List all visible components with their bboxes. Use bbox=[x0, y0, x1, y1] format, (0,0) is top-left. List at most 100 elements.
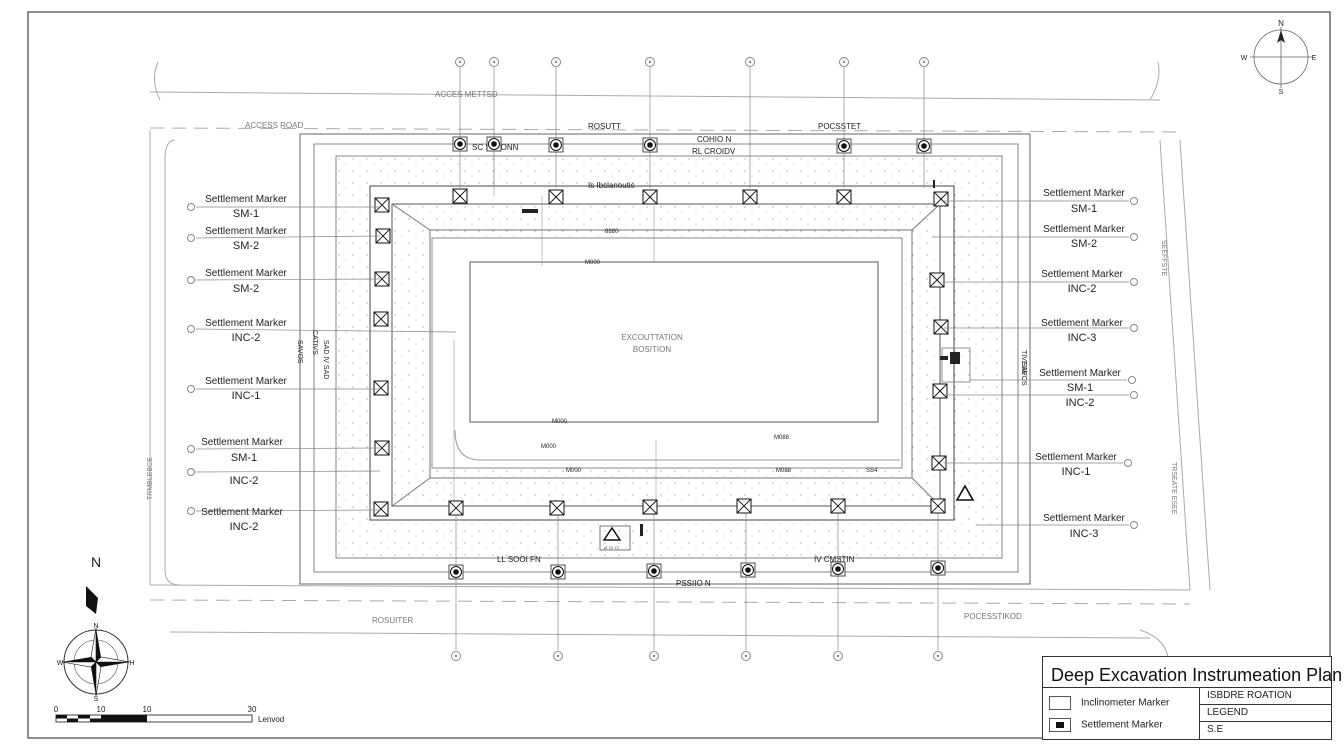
road-label-left-vertical: TRMBLEBCE bbox=[147, 457, 154, 500]
svg-text:10: 10 bbox=[97, 705, 106, 714]
svg-text:POCSSTET: POCSSTET bbox=[818, 122, 861, 131]
grid-bubble-dot bbox=[454, 654, 458, 658]
grid-bubble-dot bbox=[744, 654, 748, 658]
right-marker-7: Settlement Marker INC-3 bbox=[976, 513, 1138, 540]
inclinometer-swatch-icon bbox=[1049, 696, 1071, 710]
inclinometer-x-icon bbox=[736, 498, 752, 514]
settlement-point-icon bbox=[916, 138, 932, 154]
grid-bubble-top bbox=[455, 57, 465, 67]
svg-text:SAVOS: SAVOS bbox=[1020, 362, 1027, 386]
svg-text:INC-2: INC-2 bbox=[230, 521, 259, 533]
svg-text:Settlement Marker: Settlement Marker bbox=[205, 226, 287, 237]
grid-bubble-top bbox=[919, 57, 929, 67]
road-label-bottom-left: ROSUITER bbox=[372, 616, 414, 625]
grid-bubble-bottom bbox=[833, 651, 843, 661]
sheet-border bbox=[27, 11, 1331, 739]
svg-text:S: S bbox=[1279, 89, 1284, 96]
svg-text:CATIVS: CATIVS bbox=[311, 330, 318, 355]
inclinometer-x-icon bbox=[549, 500, 565, 516]
svg-text:9880: 9880 bbox=[605, 229, 619, 235]
svg-text:30: 30 bbox=[248, 705, 257, 714]
site-center-label-2: BOSITION bbox=[633, 345, 671, 354]
svg-text:Settlement Marker: Settlement Marker bbox=[205, 194, 287, 205]
settlement-point-icon bbox=[448, 564, 464, 580]
inclinometer-x-icon bbox=[374, 271, 390, 287]
grid-bubble-dot bbox=[458, 60, 462, 64]
svg-text:Settlement Marker: Settlement Marker bbox=[1041, 318, 1123, 329]
svg-text:INC-2: INC-2 bbox=[230, 475, 259, 487]
settlement-point-icon bbox=[930, 560, 946, 576]
svg-text:Settlement Marker: Settlement Marker bbox=[205, 376, 287, 387]
grid-bubble-dot bbox=[842, 60, 846, 64]
svg-text:M000: M000 bbox=[552, 419, 568, 425]
svg-text:SM-1: SM-1 bbox=[231, 452, 257, 464]
grid-bubble-dot bbox=[556, 654, 560, 658]
left-marker-7: Settlement Marker INC-2 bbox=[187, 507, 381, 533]
grid-bubble-top bbox=[839, 57, 849, 67]
grid-bubble-top bbox=[745, 57, 755, 67]
inclinometer-x-icon bbox=[448, 500, 464, 516]
svg-text:Settlement Marker: Settlement Marker bbox=[1043, 188, 1125, 199]
left-marker-6: Settlement Marker SM-1 INC-2 bbox=[187, 437, 381, 487]
left-marker-2: Settlement Marker SM-2 bbox=[187, 226, 381, 252]
svg-text:INC-3: INC-3 bbox=[1068, 332, 1097, 344]
inclinometer-x-icon bbox=[742, 189, 758, 205]
title-block: Deep Excavation Instrumeation Plan Incli… bbox=[1042, 656, 1342, 740]
right-marker-6: Settlement Marker INC-1 bbox=[944, 452, 1132, 478]
grid-bubble-bottom bbox=[741, 651, 751, 661]
settlement-point-icon bbox=[550, 564, 566, 580]
road-label-top-lower: ACCESS ROAD bbox=[245, 121, 303, 130]
legend-row-inclinometer: Inclinometer Marker bbox=[1049, 696, 1169, 710]
svg-text:Is Ibslanoutis: Is Ibslanoutis bbox=[588, 181, 635, 190]
right-marker-3: Settlement Marker INC-2 bbox=[944, 269, 1138, 295]
settlement-point-icon bbox=[452, 136, 468, 152]
inclinometer-x-icon bbox=[830, 498, 846, 514]
scale-bar: 0 10 10 30 Lenvod bbox=[54, 705, 284, 724]
svg-text:SS4: SS4 bbox=[866, 468, 878, 474]
left-marker-1: Settlement Marker SM-1 bbox=[187, 194, 380, 220]
svg-text:Settlement Marker: Settlement Marker bbox=[1039, 368, 1121, 379]
inclinometer-x-icon bbox=[933, 191, 949, 207]
title-cells: ISBDRE ROATION LEGEND S.E bbox=[1199, 687, 1331, 740]
grid-bubble-dot bbox=[922, 60, 926, 64]
grid-bubble-dot bbox=[936, 654, 940, 658]
piezometer-icon bbox=[940, 347, 971, 383]
right-marker-2: Settlement Marker SM-2 bbox=[932, 224, 1138, 250]
svg-text:0: 0 bbox=[54, 705, 59, 714]
grid-bubble-bottom bbox=[553, 651, 563, 661]
svg-text:SM-2: SM-2 bbox=[233, 240, 259, 252]
svg-text:N: N bbox=[91, 554, 101, 570]
survey-grid-lines bbox=[451, 57, 943, 661]
inclinometer-x-icon bbox=[933, 319, 949, 335]
svg-text:Settlement Marker: Settlement Marker bbox=[1035, 452, 1117, 463]
grid-bubble-top bbox=[645, 57, 655, 67]
road-label-top-upper: ACCES METTSD bbox=[435, 90, 498, 99]
svg-text:INC-2: INC-2 bbox=[1066, 397, 1095, 409]
svg-text:H: H bbox=[129, 660, 134, 667]
grid-bubble-dot bbox=[648, 60, 652, 64]
svg-text:SM-1: SM-1 bbox=[1071, 203, 1097, 215]
inclinometer-x-icon bbox=[452, 188, 468, 204]
road-label-right-vertical-upper: SEEFFSTE bbox=[1160, 240, 1167, 277]
compass-rose-icon: N N S W H bbox=[57, 554, 135, 703]
svg-text:INC-1: INC-1 bbox=[1062, 466, 1091, 478]
left-marker-callouts: Settlement Marker SM-1 Settlement Marker… bbox=[187, 194, 457, 533]
road-label-bottom-right: POCESSTIKOD bbox=[964, 612, 1022, 621]
grid-bubble-bottom bbox=[933, 651, 943, 661]
grid-bubble-top bbox=[551, 57, 561, 67]
left-marker-5: Settlement Marker INC-1 bbox=[187, 376, 380, 402]
legend-panel: Inclinometer Marker Settlement Marker bbox=[1043, 687, 1200, 740]
inclinometer-x-icon bbox=[931, 455, 947, 471]
svg-text:SM-2: SM-2 bbox=[233, 283, 259, 295]
title-cell-row3: S.E bbox=[1207, 724, 1224, 735]
svg-text:IV CMSTIN: IV CMSTIN bbox=[814, 555, 855, 564]
svg-text:M088: M088 bbox=[776, 468, 792, 474]
svg-text:Lenvod: Lenvod bbox=[258, 715, 284, 724]
svg-text:E: E bbox=[1312, 55, 1317, 62]
left-marker-3: Settlement Marker SM-2 bbox=[187, 268, 381, 295]
survey-pin-icon bbox=[522, 180, 935, 536]
svg-text:ROSUTT: ROSUTT bbox=[588, 122, 621, 131]
inclinometer-x-icon bbox=[929, 272, 945, 288]
settlement-swatch-icon bbox=[1049, 718, 1071, 732]
